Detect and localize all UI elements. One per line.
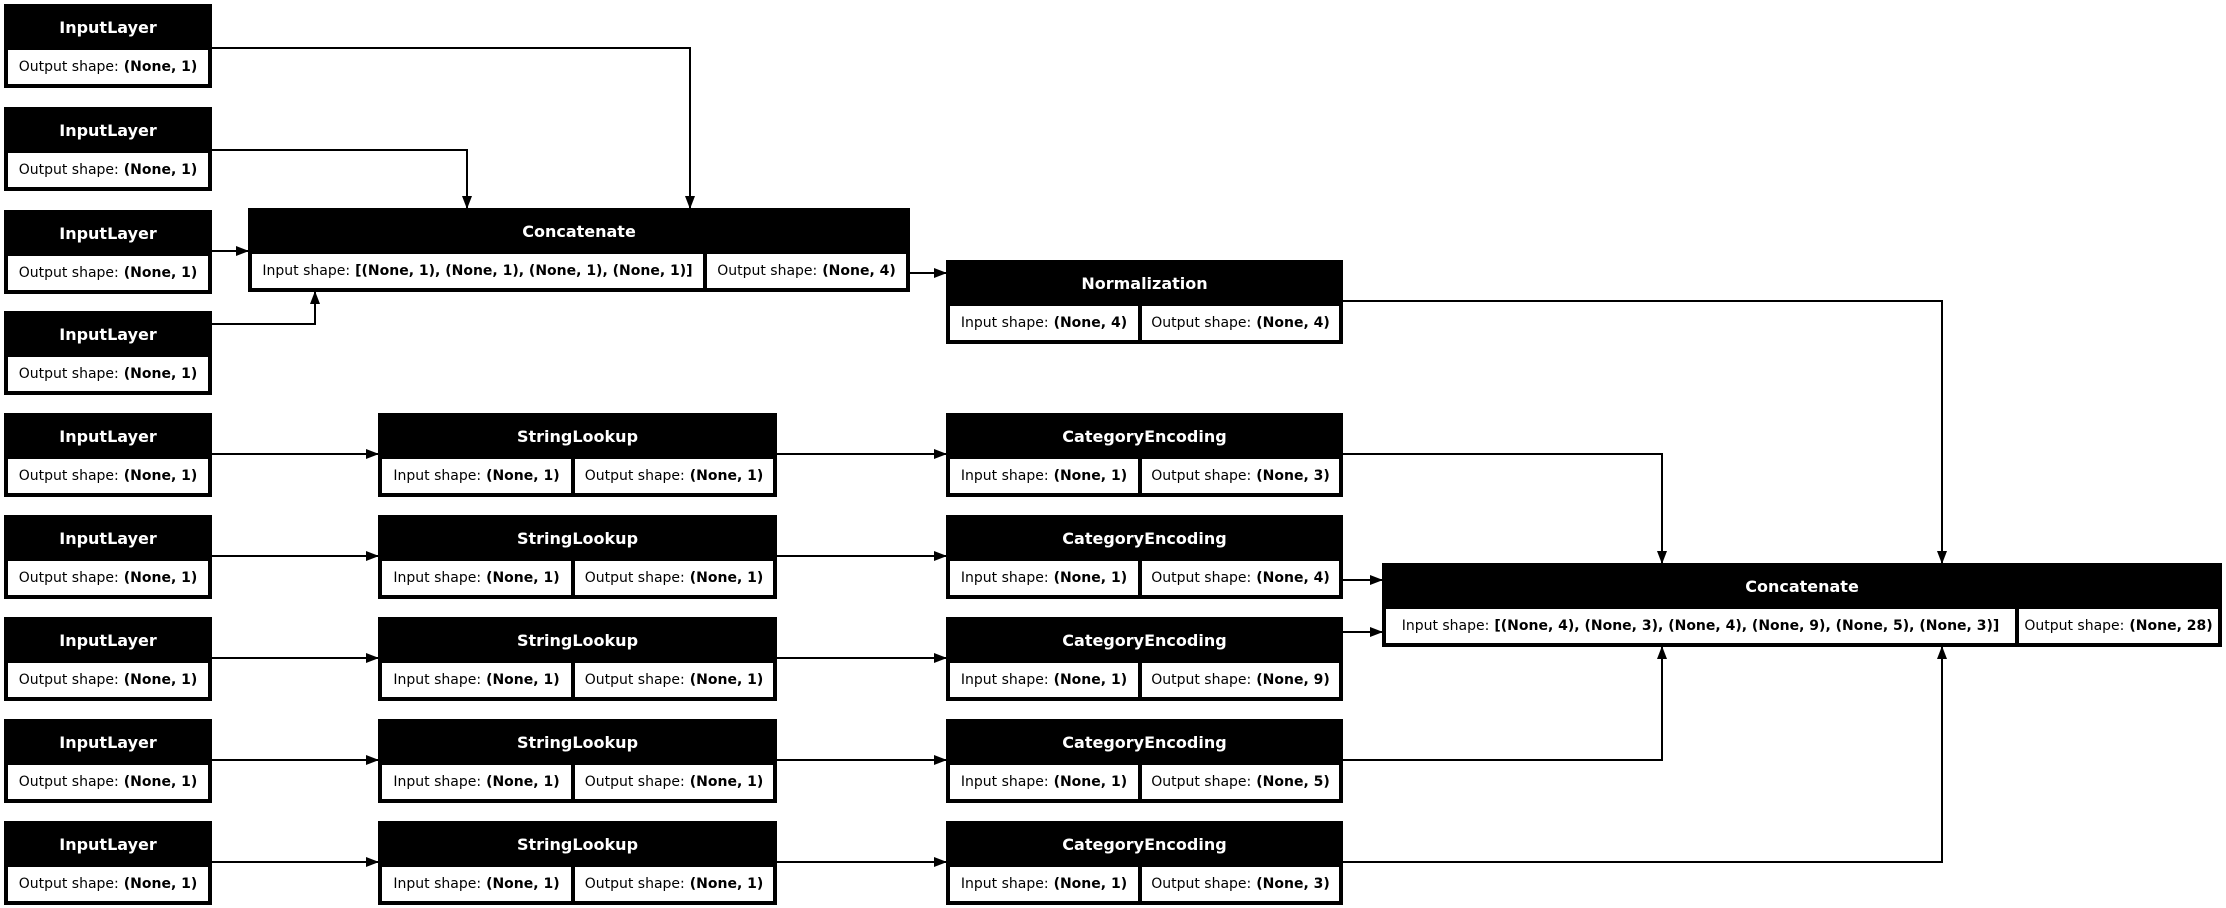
node-categoryencoding-1: CategoryEncoding Input shape:(None, 1) O… [946, 413, 1343, 497]
edge-inputlayer1-concatenate1 [212, 47, 695, 209]
output-shape-cell: Output shape:(None, 5) [1142, 765, 1339, 799]
output-shape-cell: Output shape:(None, 4) [1142, 306, 1339, 340]
node-title: InputLayer [59, 324, 157, 344]
node-categoryencoding-3: CategoryEncoding Input shape:(None, 1) O… [946, 617, 1343, 701]
node-title: CategoryEncoding [1062, 426, 1227, 446]
output-shape-cell: Output shape:(None, 9) [1142, 663, 1339, 697]
node-inputlayer-1: InputLayer Output shape:(None, 1) [4, 4, 212, 88]
input-shape-cell: Input shape:(None, 1) [382, 459, 571, 493]
output-shape-cell: Output shape:(None, 1) [8, 663, 208, 697]
node-title: InputLayer [59, 834, 157, 854]
output-shape-cell: Output shape:(None, 3) [1142, 867, 1339, 901]
node-stringlookup-4: StringLookup Input shape:(None, 1) Outpu… [378, 719, 777, 803]
node-inputlayer-2: InputLayer Output shape:(None, 1) [4, 107, 212, 191]
node-title: Normalization [1081, 273, 1208, 293]
node-inputlayer-8: InputLayer Output shape:(None, 1) [4, 719, 212, 803]
node-title: CategoryEncoding [1062, 630, 1227, 650]
input-shape-cell: Input shape:(None, 1) [950, 765, 1138, 799]
output-shape-cell: Output shape:(None, 1) [8, 867, 208, 901]
node-title: CategoryEncoding [1062, 732, 1227, 752]
output-shape-cell: Output shape:(None, 3) [1142, 459, 1339, 493]
node-title: InputLayer [59, 528, 157, 548]
node-title: CategoryEncoding [1062, 834, 1227, 854]
input-shape-cell: Input shape:(None, 1) [382, 663, 571, 697]
output-shape-cell: Output shape:(None, 1) [8, 50, 208, 84]
edge-inputlayer2-concatenate1 [212, 149, 472, 209]
node-inputlayer-6: InputLayer Output shape:(None, 1) [4, 515, 212, 599]
output-shape-cell: Output shape:(None, 1) [575, 867, 773, 901]
node-concatenate-2: Concatenate Input shape:[(None, 4), (Non… [1382, 563, 2222, 647]
output-shape-cell: Output shape:(None, 1) [575, 459, 773, 493]
edge-categoryencoding4-concatenate2 [1343, 646, 1667, 761]
node-concatenate-1: Concatenate Input shape:[(None, 1), (Non… [248, 208, 910, 292]
output-shape-cell: Output shape:(None, 4) [1142, 561, 1339, 595]
edge-categoryencoding1-concatenate2 [1343, 453, 1667, 564]
node-normalization: Normalization Input shape:(None, 4) Outp… [946, 260, 1343, 344]
node-title: InputLayer [59, 17, 157, 37]
node-title: StringLookup [516, 732, 639, 752]
node-categoryencoding-5: CategoryEncoding Input shape:(None, 1) O… [946, 821, 1343, 905]
input-shape-cell: Input shape:(None, 1) [382, 765, 571, 799]
node-title: CategoryEncoding [1062, 528, 1227, 548]
node-title: InputLayer [59, 426, 157, 446]
input-shape-cell: Input shape:(None, 1) [950, 867, 1138, 901]
node-stringlookup-5: StringLookup Input shape:(None, 1) Outpu… [378, 821, 777, 905]
input-shape-cell: Input shape:(None, 1) [382, 561, 571, 595]
output-shape-cell: Output shape:(None, 1) [8, 765, 208, 799]
output-shape-cell: Output shape:(None, 28) [2019, 609, 2218, 643]
node-stringlookup-2: StringLookup Input shape:(None, 1) Outpu… [378, 515, 777, 599]
output-shape-cell: Output shape:(None, 1) [575, 765, 773, 799]
edge-normalization-concatenate2 [1343, 300, 1947, 564]
node-stringlookup-1: StringLookup Input shape:(None, 1) Outpu… [378, 413, 777, 497]
node-title: StringLookup [516, 528, 639, 548]
output-shape-cell: Output shape:(None, 1) [8, 357, 208, 391]
node-title: InputLayer [59, 120, 157, 140]
edge-categoryencoding5-concatenate2 [1343, 646, 1947, 863]
node-title: StringLookup [516, 426, 639, 446]
input-shape-cell: Input shape:[(None, 4), (None, 3), (None… [1386, 609, 2015, 643]
node-inputlayer-7: InputLayer Output shape:(None, 1) [4, 617, 212, 701]
node-title: StringLookup [516, 630, 639, 650]
edge-inputlayer4-concatenate1 [212, 291, 320, 325]
node-title: InputLayer [59, 630, 157, 650]
node-title: InputLayer [59, 732, 157, 752]
node-inputlayer-3: InputLayer Output shape:(None, 1) [4, 210, 212, 294]
output-shape-cell: Output shape:(None, 1) [8, 459, 208, 493]
node-stringlookup-3: StringLookup Input shape:(None, 1) Outpu… [378, 617, 777, 701]
input-shape-cell: Input shape:(None, 1) [950, 459, 1138, 493]
input-shape-cell: Input shape:(None, 4) [950, 306, 1138, 340]
node-inputlayer-9: InputLayer Output shape:(None, 1) [4, 821, 212, 905]
node-title: Concatenate [522, 221, 636, 241]
output-shape-cell: Output shape:(None, 1) [575, 663, 773, 697]
node-title: StringLookup [516, 834, 639, 854]
output-shape-cell: Output shape:(None, 1) [8, 256, 208, 290]
output-shape-cell: Output shape:(None, 4) [707, 254, 906, 288]
node-title: Concatenate [1745, 576, 1859, 596]
node-categoryencoding-2: CategoryEncoding Input shape:(None, 1) O… [946, 515, 1343, 599]
output-shape-cell: Output shape:(None, 1) [8, 153, 208, 187]
node-title: InputLayer [59, 223, 157, 243]
node-inputlayer-5: InputLayer Output shape:(None, 1) [4, 413, 212, 497]
input-shape-cell: Input shape:[(None, 1), (None, 1), (None… [252, 254, 703, 288]
node-inputlayer-4: InputLayer Output shape:(None, 1) [4, 311, 212, 395]
node-categoryencoding-4: CategoryEncoding Input shape:(None, 1) O… [946, 719, 1343, 803]
output-shape-cell: Output shape:(None, 1) [8, 561, 208, 595]
input-shape-cell: Input shape:(None, 1) [382, 867, 571, 901]
output-shape-cell: Output shape:(None, 1) [575, 561, 773, 595]
input-shape-cell: Input shape:(None, 1) [950, 663, 1138, 697]
input-shape-cell: Input shape:(None, 1) [950, 561, 1138, 595]
